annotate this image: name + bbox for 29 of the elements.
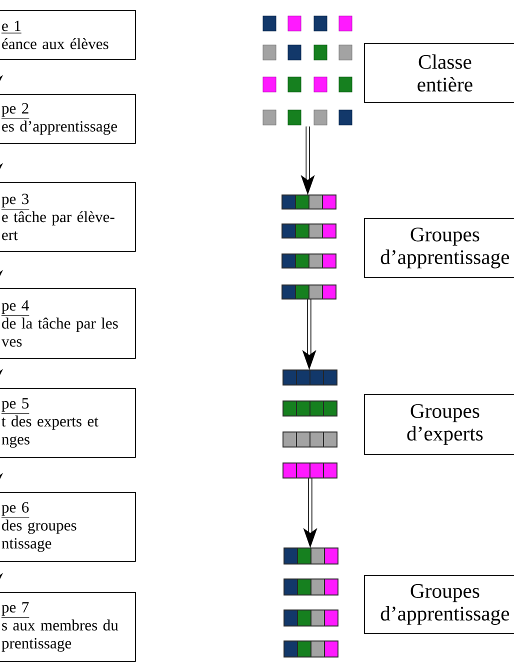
step-title: pe 2 [1,103,30,119]
label-box: Groupes d’apprentissage [364,218,514,278]
step-box [0,288,136,359]
step-text: de la tâche par les ves [1,318,118,347]
step-title: e 1 [1,20,22,34]
step-title: pe 3 [1,194,30,210]
label-box: Groupes d’apprentissage [364,575,514,634]
label-box: Classe entière [364,43,514,103]
step-box [0,182,136,252]
step-text: s aux membres du prentissage [2,620,118,652]
step-text: es d’apprentissage [2,120,117,135]
step-box [0,10,136,60]
squares-grid [262,16,352,126]
step-box [0,94,136,144]
step-text: éance aux élèves [2,38,108,50]
step-text: e tâche par élève- ert [2,211,114,240]
step-box [0,592,136,662]
step-title: pe 7 [1,602,30,618]
step-box [0,388,136,458]
label-box: Groupes d’experts [364,394,514,455]
step-title: pe 5 [1,398,30,414]
step-title: pe 6 [1,502,30,518]
square-bars [282,370,338,478]
square-bars [284,548,338,658]
square-bars [282,194,336,300]
step-text: t des experts et nges [2,416,98,448]
step-text: des groupes ntissage [2,520,76,552]
step-title: pe 4 [1,300,30,316]
step-box [0,492,136,562]
